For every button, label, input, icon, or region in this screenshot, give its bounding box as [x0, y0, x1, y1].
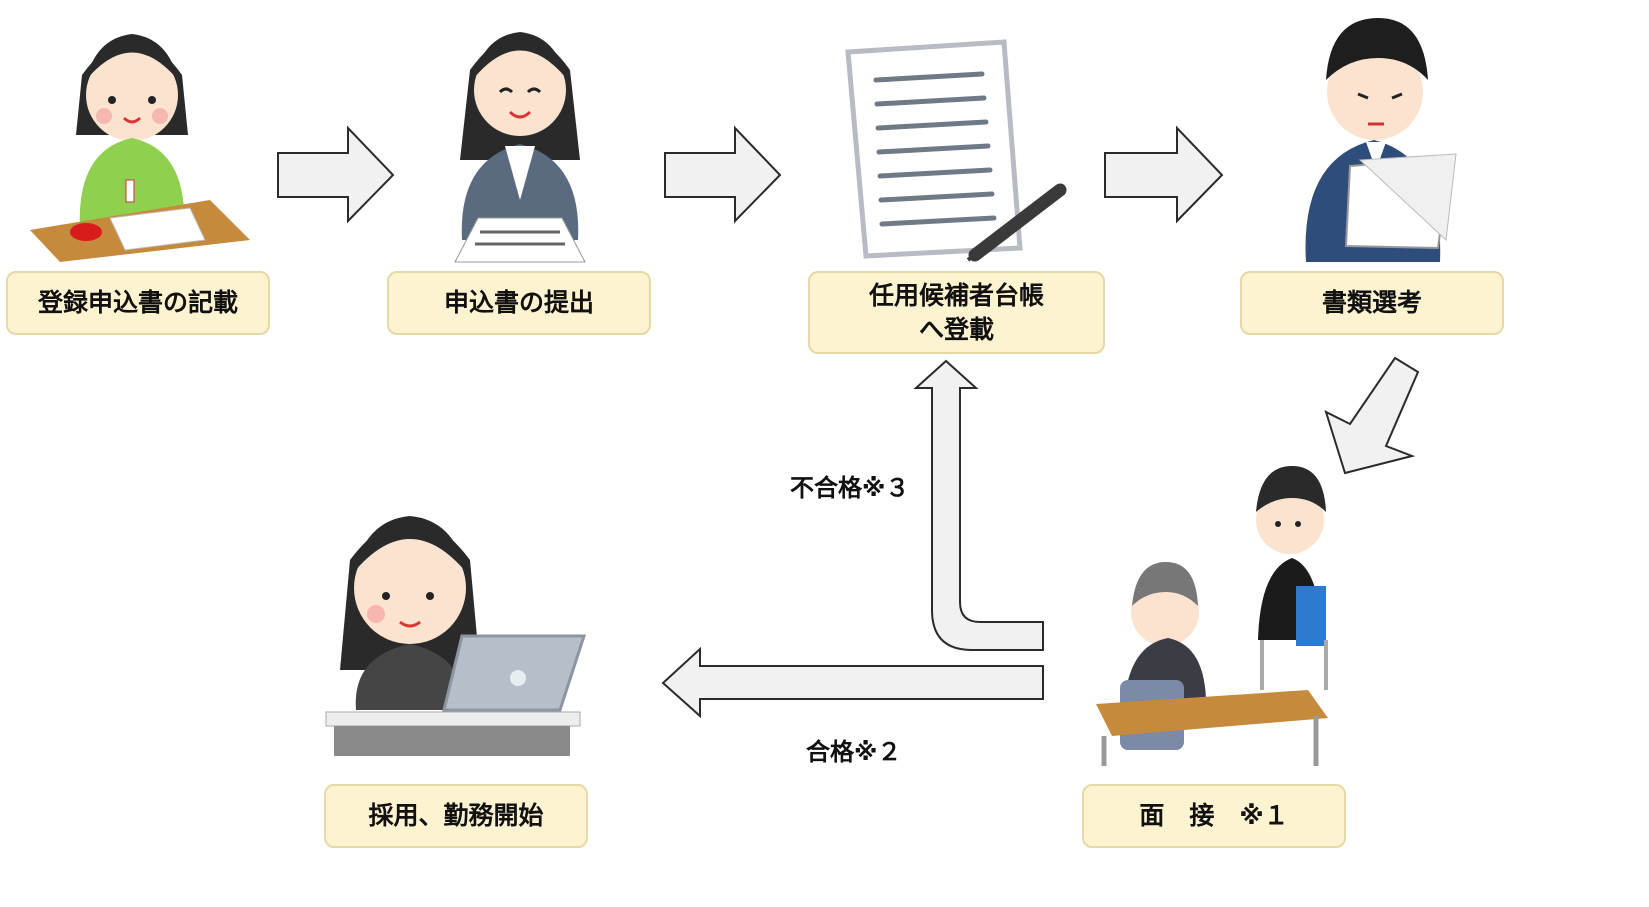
arrow-right-3 [1104, 125, 1224, 224]
arrow-right-2 [664, 125, 782, 224]
fail-flow-label: 不合格※３ [790, 474, 910, 502]
man-reading-documents-illustration [1305, 18, 1457, 262]
pass-flow-label: 合格※２ [806, 738, 902, 766]
step-ledger-label-line2: へ登載 [918, 314, 994, 344]
step-document-screening: 書類選考 [1240, 271, 1504, 335]
arrow-right-1 [277, 125, 395, 224]
arrow-left-pass [661, 646, 1044, 719]
step-ledger-registration: 任用候補者台帳 へ登載 [808, 271, 1105, 354]
document-with-pen-illustration [845, 39, 1067, 262]
step-ledger-label-line1: 任用候補者台帳 [868, 280, 1044, 310]
interview-scene-illustration [1096, 466, 1328, 766]
step-submit-label: 申込書の提出 [443, 288, 594, 318]
step-hire-label: 採用、勤務開始 [368, 801, 544, 831]
step-register-label: 登録申込書の記載 [37, 288, 238, 318]
woman-working-laptop-illustration [325, 516, 587, 756]
step-interview: 面 接 ※１ [1082, 784, 1346, 848]
woman-writing-form-illustration [30, 34, 250, 262]
step-register-form: 登録申込書の記載 [6, 271, 270, 335]
arrow-down-left [1324, 356, 1420, 475]
woman-submitting-form-illustration [454, 32, 586, 263]
step-screening-label: 書類選考 [1321, 288, 1422, 318]
step-interview-label: 面 接 ※１ [1139, 801, 1289, 831]
step-hire: 採用、勤務開始 [324, 784, 588, 848]
step-submit-form: 申込書の提出 [387, 271, 651, 335]
arrow-up-fail [913, 359, 1044, 651]
